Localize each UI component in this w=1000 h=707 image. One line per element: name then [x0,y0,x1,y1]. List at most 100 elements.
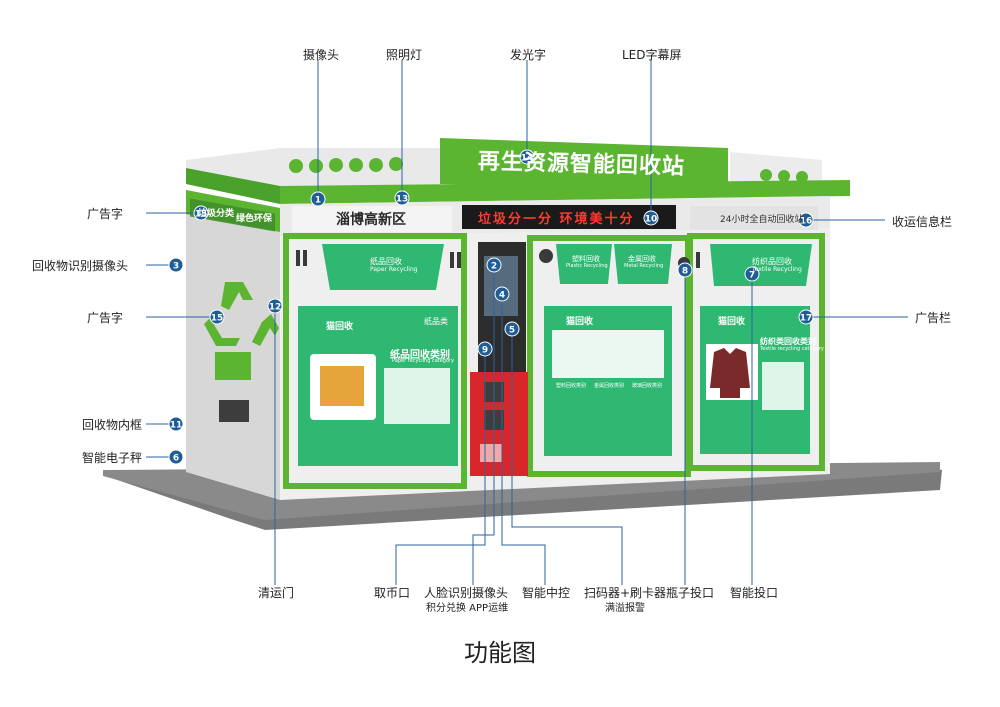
plastic-chute-1 [556,244,612,284]
marker-3: 3 [168,257,184,273]
paper-poster-tag: 纸品类 [424,317,448,326]
led-screen-text: 垃圾分一分 环境美十分 [478,212,635,227]
led-screen [462,205,676,229]
label-coin-outlet: 取币口 [374,586,411,600]
textile-poster-sub: Textile recycling category [760,346,824,352]
label-scanner: 扫码器+刷卡器 [584,586,667,600]
jacket-icon [710,348,750,398]
location-sign-text: 淄博高新区 [336,212,406,228]
left-side-ad-text-2: 绿色环保 [236,214,273,224]
paper-chute-sub: Paper Recycling [370,266,418,273]
label-face-camera: 人脸识别摄像头 [424,586,509,600]
paper-chute [322,244,444,290]
textile-poster-title: 纺织类回收类别 [760,337,816,346]
marker-1: 1 [310,191,326,207]
leader-line [511,329,623,585]
marker-11: 11 [168,416,184,432]
figure-caption: 功能图 [464,639,536,667]
marker-5: 5 [504,321,520,337]
label-central-control: 智能中控 [522,586,571,600]
marker-8: 8 [677,262,693,278]
svg-text:4: 4 [499,291,505,301]
info-bar-bg [690,206,818,230]
location-sign-bg [292,206,452,232]
sensor-dots [296,250,700,268]
marker-7: 7 [744,266,760,282]
panel-frames [283,233,825,489]
label-ad-text-side: 广告字 [87,311,124,325]
marker-15: 15 [193,205,209,221]
plastic-poster [544,306,672,456]
plastic-chute-sub-2: Metal Recycling [624,263,664,269]
svg-text:13: 13 [396,195,409,205]
roof-icons-right [760,169,808,183]
plastic-chute-2 [614,244,672,284]
label-scale: 智能电子秤 [82,451,143,465]
label-luminous-text: 发光字 [510,48,547,62]
control-slot-3 [480,444,502,462]
svg-text:10: 10 [645,215,658,225]
recycle-emblem [204,282,279,422]
paper-brand: 猫回收 [326,322,354,332]
label-lighting: 照明灯 [386,48,423,62]
marker-badges: 1 13 14 10 15 3 15 11 6 16 17 12 2 4 5 9 8 7 [168,149,814,465]
textile-chute-sub: Textile Recycling [752,266,802,273]
plastic-chute-label-1: 塑料回收 [572,255,600,263]
label-clean-door: 清运门 [258,586,295,600]
textile-category-card [762,362,804,410]
paper-box-icon [320,366,364,406]
svg-text:11: 11 [170,421,183,431]
svg-text:8: 8 [682,267,688,277]
marker-16: 16 [798,212,814,228]
leader-line [472,265,495,585]
label-points: 积分兑换 APP运维 [426,603,509,614]
label-ad-text-top: 广告字 [87,207,124,221]
marker-12: 12 [267,298,283,314]
marker-13: 13 [394,190,410,206]
marker-4: 4 [494,286,510,302]
label-smart-slot: 智能投口 [730,586,779,600]
label-led-screen: LED字幕屏 [622,48,682,62]
left-side-ad-text [190,198,275,232]
textile-chute [710,244,812,286]
marker-17: 17 [798,309,814,325]
paper-chute-label: 纸品回收 [370,257,402,266]
left-side-ad-text-1: 垃圾分类 [198,209,235,219]
svg-text:9: 9 [482,346,488,356]
marker-9: 9 [477,341,493,357]
plastic-item-3: 玻璃回收类别 [632,383,663,389]
leader-lines [146,60,908,585]
plastic-chute-sub-1: Plastic Recycling [566,263,608,269]
svg-text:5: 5 [509,326,515,336]
roof-left-edge [186,168,280,204]
label-overflow-alarm: 满溢报警 [605,603,645,614]
roof-icons-left [289,157,403,173]
label-camera: 摄像头 [303,48,340,62]
bottle-hole-1 [539,249,553,263]
svg-text:6: 6 [173,454,179,464]
svg-text:7: 7 [749,271,755,281]
textile-chute-label: 纺织品回收 [752,257,792,266]
marker-14: 14 [519,149,535,165]
label-recycle-camera: 回收物识别摄像头 [32,259,129,273]
svg-text:15: 15 [195,210,208,220]
textile-brand: 猫回收 [718,317,746,327]
marker-10: 10 [643,210,659,226]
label-info-bar: 收运信息栏 [892,215,953,229]
plastic-chute-label-2: 金属回收 [628,255,656,263]
svg-text:2: 2 [491,262,497,272]
plastic-item-1: 塑料回收类别 [556,383,587,389]
svg-text:12: 12 [269,303,282,313]
paper-poster-title: 纸品回收类别 [390,350,450,361]
label-bottle-slot: 瓶子投口 [666,586,715,600]
label-ad-panel: 广告栏 [915,311,952,325]
marker-6: 6 [168,449,184,465]
plastic-item-2: 金属回收类别 [594,383,625,389]
svg-text:14: 14 [521,154,534,164]
plastic-brand: 猫回收 [566,317,594,327]
marker-15: 15 [209,309,225,325]
title-sign-text: 再生资源智能回收站 [477,149,686,180]
svg-text:17: 17 [800,314,813,324]
leader-line [395,349,486,585]
